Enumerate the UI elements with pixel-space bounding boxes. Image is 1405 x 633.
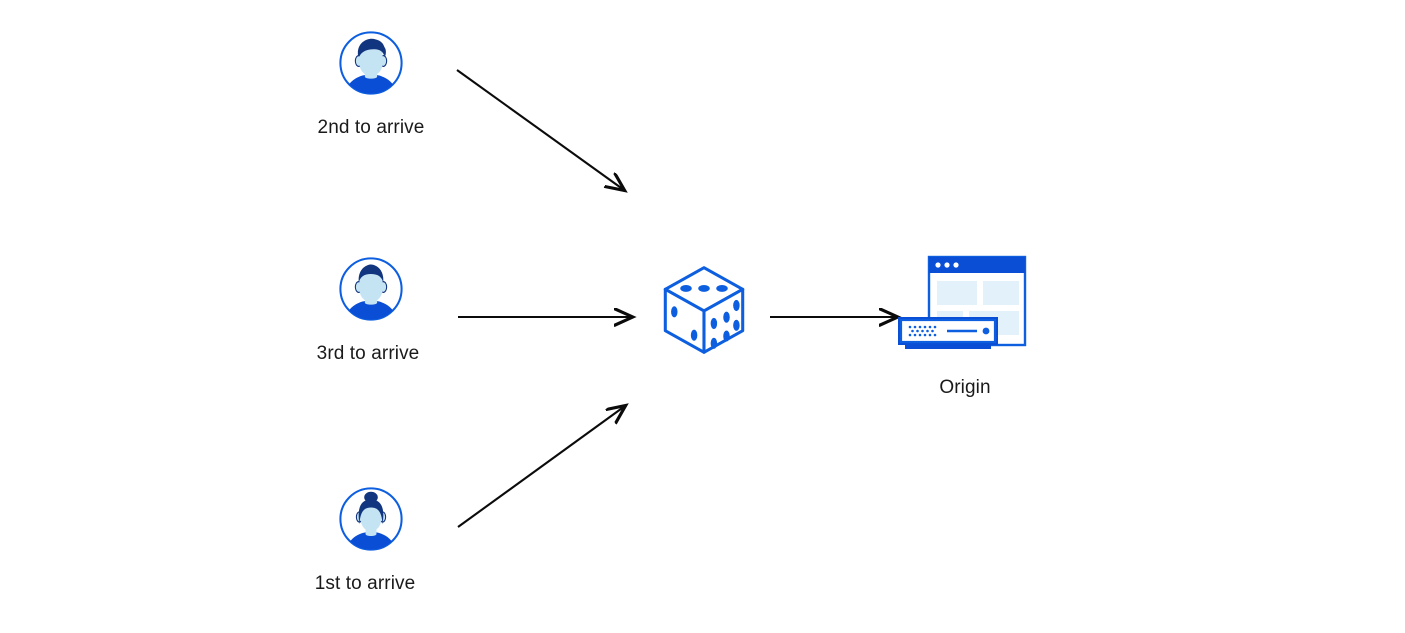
- client-label-2nd: 2nd to arrive: [317, 117, 425, 138]
- client-node-3rd: 3rd to arrive: [317, 255, 419, 364]
- arrow-1st-to-dice: [457, 406, 625, 528]
- randomizer-node: [659, 263, 749, 362]
- user-avatar-icon: [339, 257, 403, 321]
- dice-icon: [663, 266, 745, 354]
- client-label-3rd: 3rd to arrive: [316, 343, 420, 364]
- client-node-1st: 1st to arrive: [315, 485, 415, 594]
- user-avatar-icon: [339, 31, 403, 95]
- origin-label: Origin: [939, 377, 991, 398]
- client-label-1st: 1st to arrive: [314, 573, 416, 594]
- arrow-2nd-to-dice: [456, 69, 624, 190]
- origin-server-icon: [898, 255, 1027, 349]
- user-avatar-icon: [339, 487, 403, 551]
- server-appliance-icon: [898, 317, 998, 349]
- client-node-2nd: 2nd to arrive: [318, 29, 424, 138]
- origin-node: Origin: [895, 253, 1035, 398]
